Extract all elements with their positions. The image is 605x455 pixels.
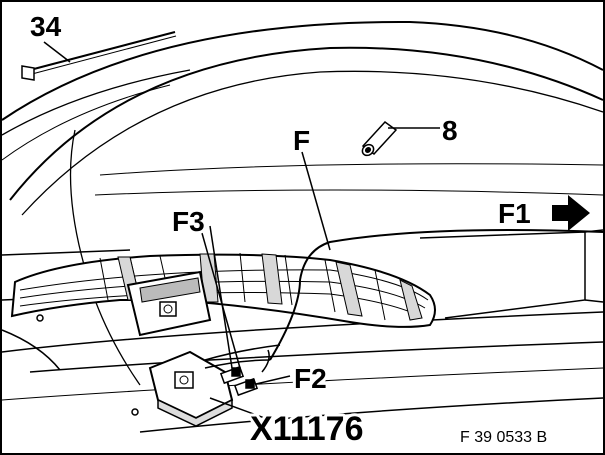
callout-8: 8	[442, 115, 458, 146]
arrow-right-icon	[552, 195, 590, 231]
callout-x11176: X11176	[250, 410, 363, 448]
leader-lines	[43, 41, 440, 421]
part-34-cable-tie	[21, 31, 177, 81]
callout-f3: F3	[172, 206, 205, 237]
callout-f1: F1	[498, 198, 531, 229]
callout-34: 34	[30, 11, 62, 42]
callout-f2: F2	[294, 363, 327, 394]
wiring-harness	[10, 252, 436, 328]
wire-plugs	[219, 349, 270, 397]
wire-f	[269, 228, 604, 361]
callout-f: F	[293, 125, 310, 156]
figure-reference-code: F 39 0533 B	[460, 429, 547, 446]
connector-x11176	[148, 344, 281, 427]
part-8-sleeve	[361, 120, 398, 157]
upper-connector	[126, 270, 212, 337]
